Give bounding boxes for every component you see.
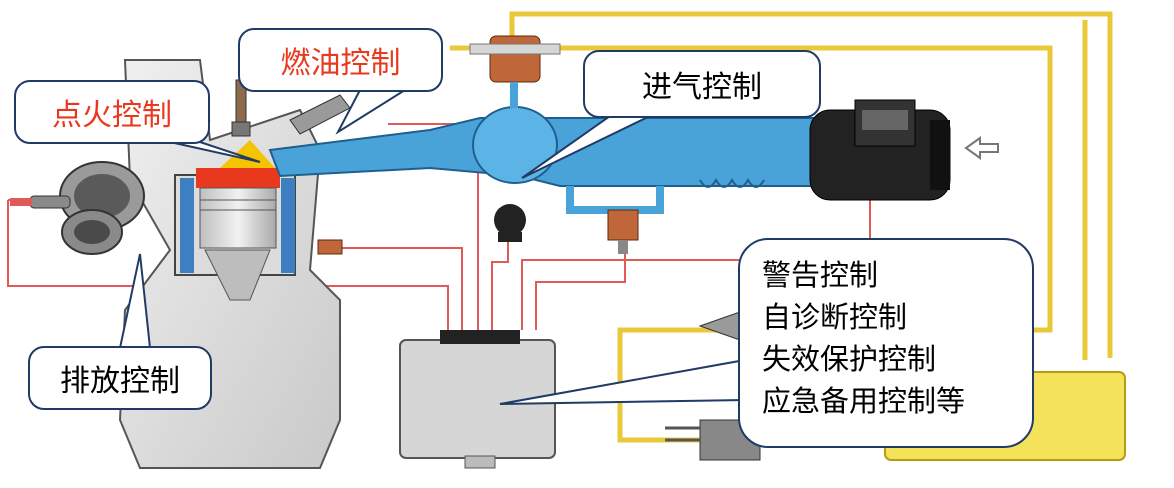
fuel-control-label: 燃油控制 <box>280 46 401 81</box>
throttle-sensor <box>494 204 526 242</box>
fuel-pressure-regulator <box>469 35 561 108</box>
exhaust-control-label: 排放控制 <box>60 364 180 399</box>
fuel-filter <box>698 311 741 341</box>
exhaust-manifold <box>10 161 145 255</box>
warning-control-label: 警告控制 <box>762 258 879 292</box>
ignition-control-label: 点火控制 <box>52 98 172 133</box>
self-diagnosis-label: 自诊断控制 <box>762 300 908 334</box>
backup-control-label: 应急备用控制等 <box>762 384 966 418</box>
ecu-unit <box>399 330 556 469</box>
failsafe-control-label: 失效保护控制 <box>762 342 937 376</box>
exhaust-control-callout: 排放控制 <box>28 346 212 410</box>
ecu-functions-callout: 警告控制 自诊断控制 失效保护控制 应急备用控制等 <box>738 238 1034 448</box>
fuel-control-callout: 燃油控制 <box>238 28 443 92</box>
intake-arrow-icon <box>964 136 999 160</box>
air-flow-meter <box>809 99 951 201</box>
ignition-control-callout: 点火控制 <box>14 80 210 144</box>
coolant-sensor <box>317 239 343 255</box>
intake-control-label: 进气控制 <box>642 70 762 105</box>
cold-start-valve <box>607 209 639 254</box>
intake-control-callout: 进气控制 <box>583 50 821 118</box>
callout-pointers <box>118 89 746 405</box>
